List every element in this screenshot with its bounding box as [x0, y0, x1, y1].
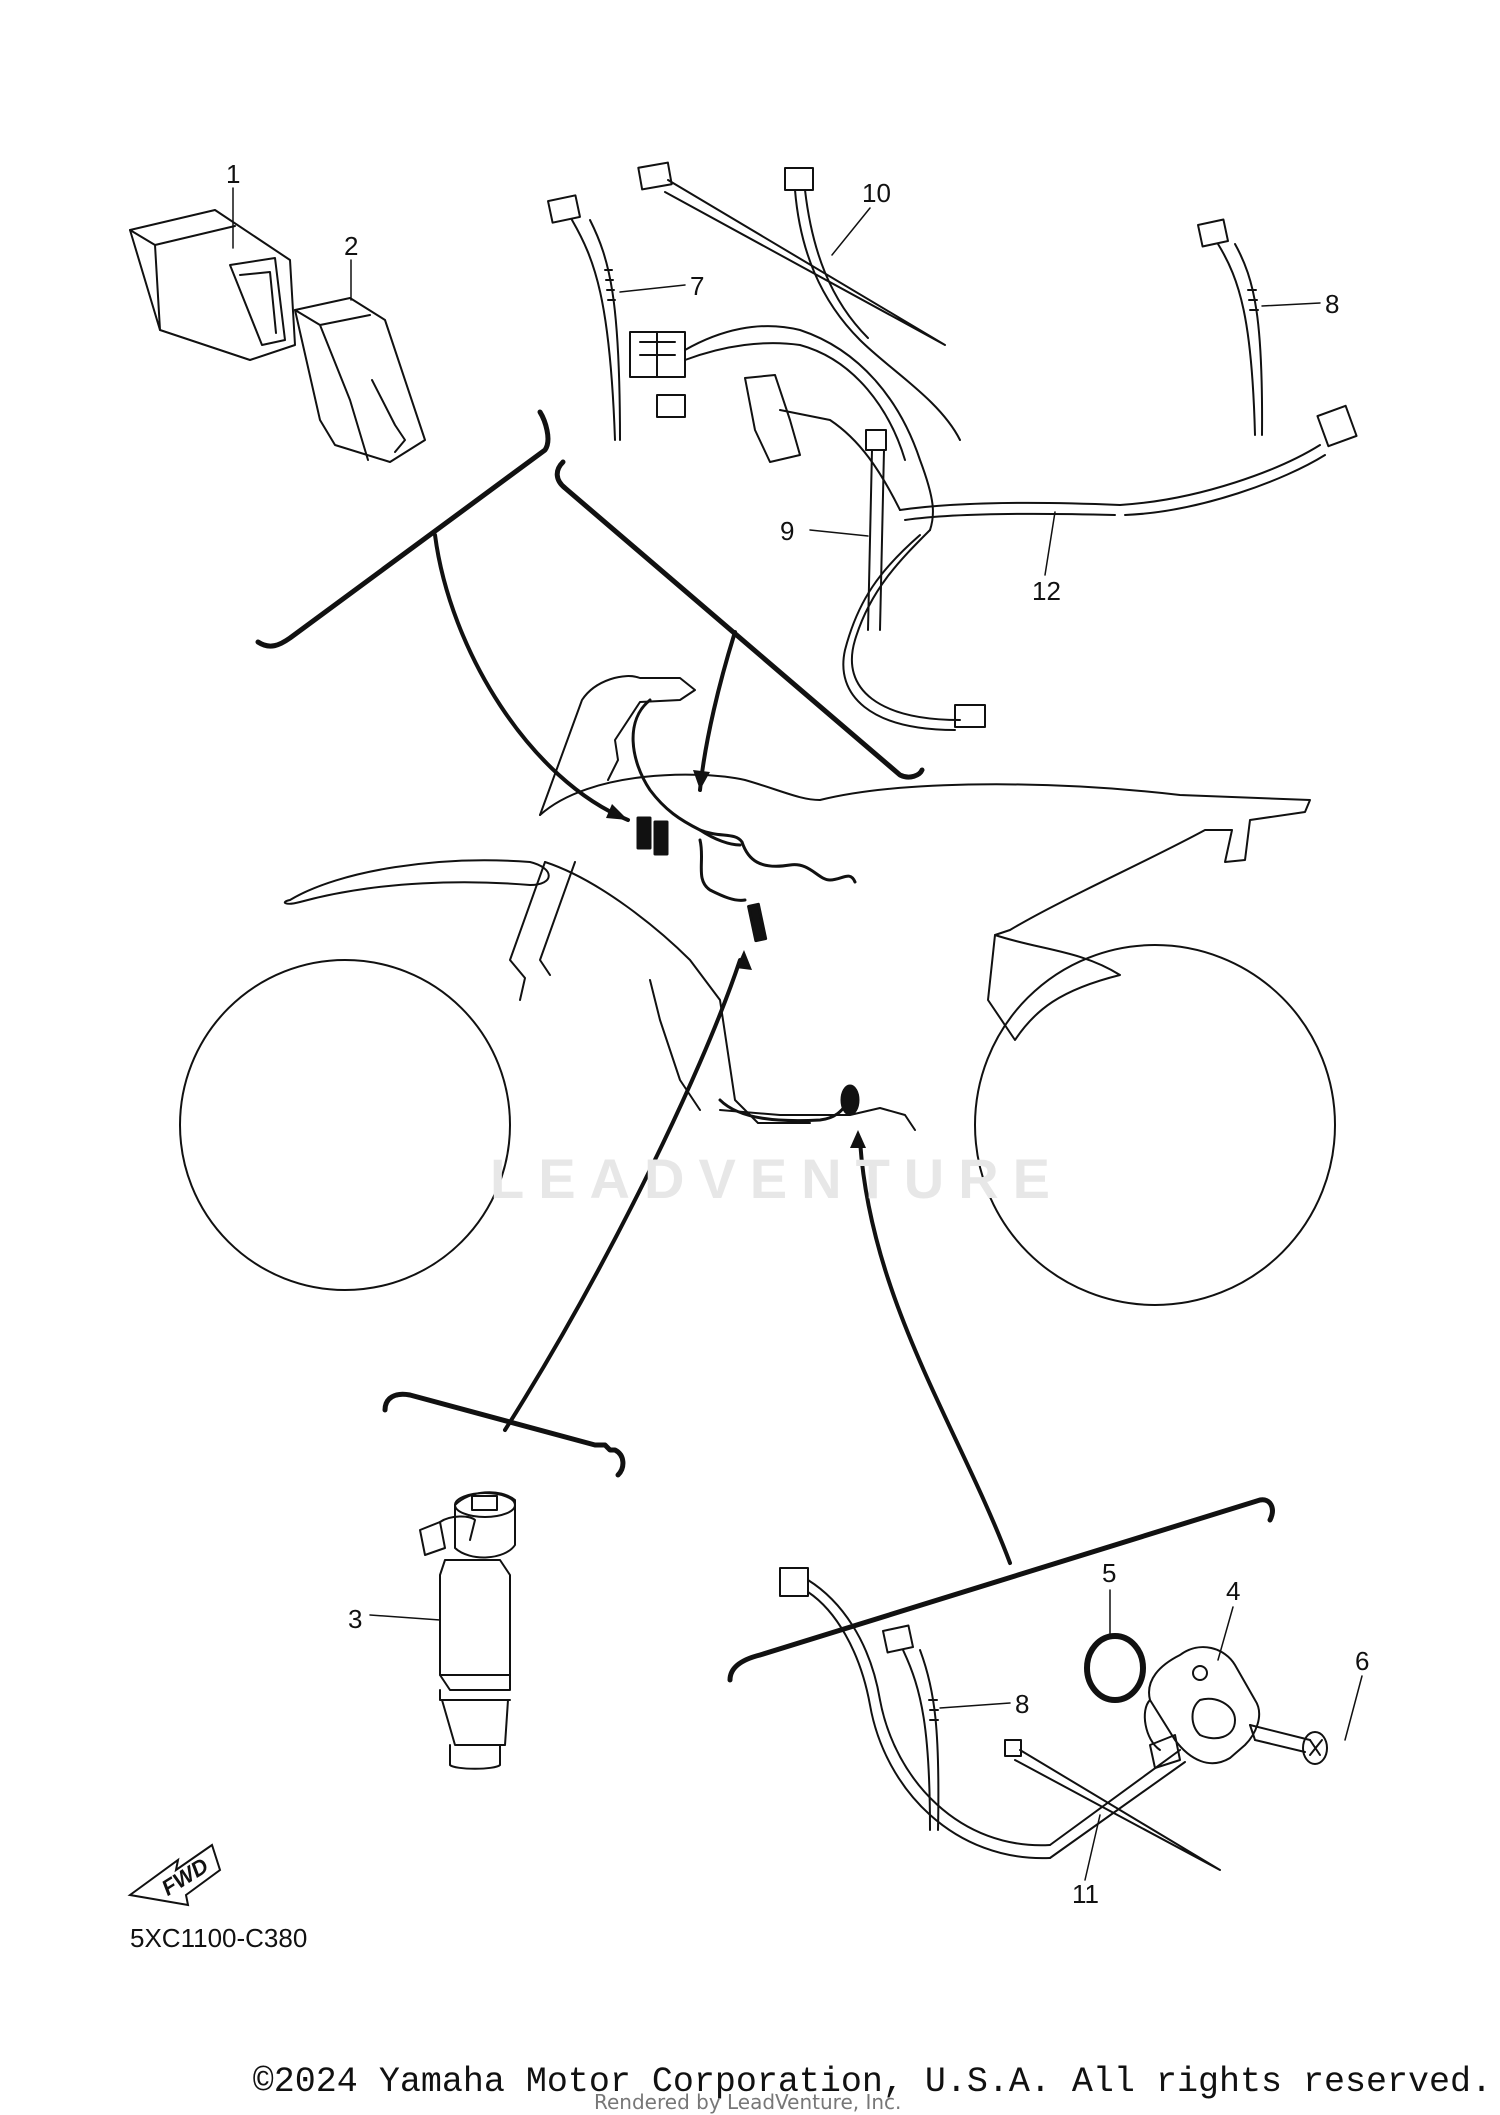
arrow-heads: [606, 770, 866, 1148]
cdi-coupler: [294, 297, 426, 463]
connector-b: [653, 820, 669, 856]
side-panel: [987, 934, 1121, 1041]
callout-6: 6: [1355, 1646, 1369, 1676]
connector-a: [636, 816, 652, 850]
ignition-coil: [419, 1491, 516, 1770]
callout-8-top: 8: [1325, 289, 1339, 319]
callout-9: 9: [780, 516, 794, 546]
rear-wheel: [974, 944, 1336, 1306]
bike-wiring: [631, 698, 860, 1123]
motorcycle-outline: [179, 675, 1336, 1306]
o-ring: [1084, 1633, 1146, 1703]
main-harness: [629, 325, 1358, 731]
bracket-sensor: [727, 1497, 1275, 1683]
bracket-harness: [554, 459, 925, 780]
copyright-text: ©2024 Yamaha Motor Corporation, U.S.A. A…: [252, 2062, 1492, 2102]
callout-3: 3: [348, 1604, 362, 1634]
callout-12: 12: [1032, 576, 1061, 606]
diagram-code: 5XC1100-C380: [130, 1923, 307, 1953]
callout-4: 4: [1226, 1576, 1240, 1606]
bolt: [1249, 1724, 1328, 1765]
group-brackets: [255, 409, 1275, 1683]
callout-1: 1: [226, 159, 240, 189]
steering-head: [539, 675, 696, 816]
callout-2: 2: [344, 231, 358, 261]
cable-tie-7: [547, 194, 621, 441]
callout-leaders: [232, 187, 1363, 1881]
front-wheel: [179, 959, 511, 1291]
callout-7: 7: [690, 271, 704, 301]
ecu-unit: [129, 209, 296, 361]
callout-10: 10: [862, 178, 891, 208]
rendered-by-text: Rendered by LeadVenture, Inc.: [594, 2090, 902, 2114]
sensor-on-bike: [840, 1084, 860, 1116]
leader-arrows: [433, 533, 1012, 1565]
fwd-arrow-icon: FWD: [127, 1843, 222, 1907]
lower-frame: [649, 979, 916, 1131]
callout-5: 5: [1102, 1558, 1116, 1588]
neutral-switch: [1143, 1646, 1261, 1769]
cable-tie-9: [865, 429, 887, 631]
callout-11: 11: [1072, 1879, 1099, 1909]
bracket-ecu: [255, 409, 551, 649]
front-fender: [283, 859, 550, 905]
frame-rail: [544, 861, 811, 1124]
bracket-coil: [382, 1391, 626, 1478]
watermark: LEADVENTURE: [490, 1147, 1064, 1210]
sensor-lead: [779, 1567, 1221, 1871]
callout-8-bottom: 8: [1015, 1689, 1029, 1719]
coil-on-bike: [747, 902, 768, 943]
cable-tie-8-bottom: [881, 1624, 940, 1831]
cable-tie-8-top: [1196, 218, 1264, 436]
fork: [509, 861, 576, 1001]
cable-tie-10: [637, 161, 961, 441]
